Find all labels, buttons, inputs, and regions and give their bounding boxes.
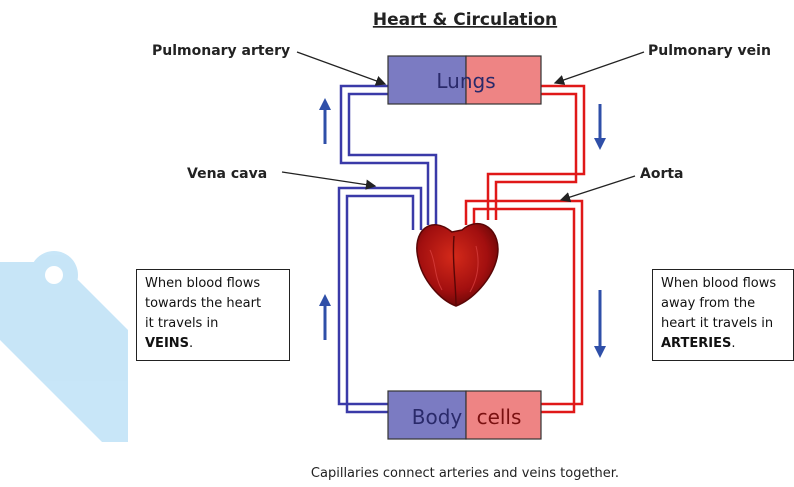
veins-note-box: When blood flows towards the heart it tr… [136, 269, 290, 361]
pointer-pulmonary-vein [555, 52, 644, 83]
page-title: Heart & Circulation [373, 10, 557, 30]
heart-icon [417, 224, 498, 306]
flow-arrows [319, 98, 606, 358]
pointer-aorta [561, 176, 635, 200]
caption: Capillaries connect arteries and veins t… [311, 466, 619, 481]
arrow-up-top-left [319, 98, 331, 144]
veins-note-line2: towards the heart [145, 294, 281, 314]
label-pulmonary-artery: Pulmonary artery [152, 43, 290, 59]
body-cells-box: Body cells [388, 391, 541, 439]
arrow-up-bottom-left [319, 294, 331, 340]
pointer-pulmonary-artery [297, 52, 385, 84]
body-label: Body [412, 405, 463, 429]
label-vena-cava: Vena cava [187, 166, 267, 182]
label-pulmonary-vein: Pulmonary vein [648, 43, 771, 59]
arteries-note-line2: away from the [661, 294, 785, 314]
watermark-logo [0, 251, 128, 442]
veins-note-line1: When blood flows [145, 274, 281, 294]
arrow-down-top-right [594, 104, 606, 150]
lungs-label: Lungs [436, 69, 495, 93]
arteries-note-line3: heart it travels in [661, 314, 785, 334]
label-aorta: Aorta [640, 166, 684, 182]
veins-note-end: . [189, 336, 193, 351]
arrow-down-bottom-right [594, 290, 606, 358]
arteries-note-box: When blood flows away from the heart it … [652, 269, 794, 361]
veins-note-line3: it travels in [145, 314, 281, 334]
arteries-keyword: ARTERIES [661, 336, 731, 351]
lungs-box: Lungs [388, 56, 541, 104]
pointer-vena-cava [282, 172, 375, 186]
veins-keyword: VEINS [145, 336, 189, 351]
cells-label: cells [477, 405, 522, 429]
arteries-note-line1: When blood flows [661, 274, 785, 294]
arteries-note-end: . [731, 336, 735, 351]
